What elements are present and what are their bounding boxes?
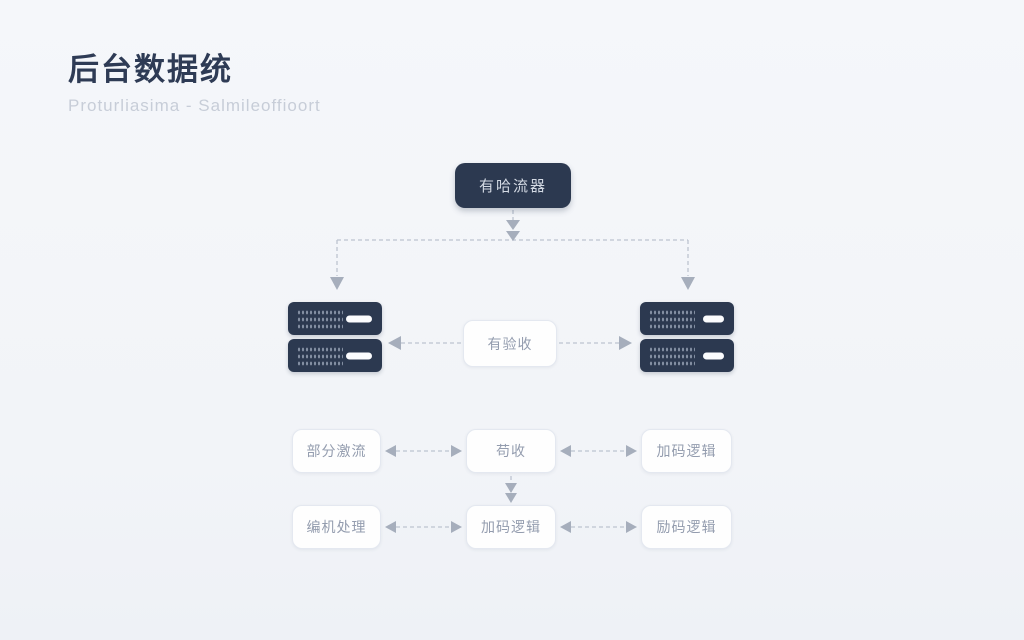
node-row1-left: 部分激流 [292,429,381,473]
node-label: 部分激流 [306,443,367,459]
node-gateway-label: 有验收 [487,335,533,352]
server-slot [346,315,372,322]
arrow-down-icon [505,483,517,493]
arrow-right-icon [619,336,632,350]
server-vent-dots [297,309,343,329]
arrowheads [330,220,695,533]
server-icon-right [640,302,734,376]
arrow-down-icon [330,277,344,290]
server-unit [288,302,382,335]
arrow-right-icon [626,521,637,533]
page-header: 后台数据统 Proturliasima - Salmileoffioort [68,52,321,116]
node-top: 有哈流器 [455,163,571,208]
node-row1-right: 加码逻辑 [641,429,732,473]
server-unit [640,302,734,335]
server-slot [346,352,372,359]
arrow-left-icon [385,445,396,457]
arrow-down-icon [506,231,520,241]
node-row2-left: 编机处理 [292,505,381,549]
server-unit [640,339,734,372]
arrow-left-icon [560,445,571,457]
node-row1-center: 苟收 [466,429,556,473]
arrow-down-icon [681,277,695,290]
node-label: 励码逻辑 [656,519,717,535]
node-top-label: 有哈流器 [478,178,547,195]
arrow-left-icon [388,336,401,350]
node-label: 编机处理 [306,519,367,535]
arrow-right-icon [451,521,462,533]
arrow-right-icon [451,445,462,457]
page-title: 后台数据统 [68,52,233,87]
arrow-down-icon [506,220,520,230]
node-row2-right: 励码逻辑 [641,505,732,549]
node-label: 加码逻辑 [656,443,717,459]
page-subtitle: Proturliasima - Salmileoffioort [68,95,321,115]
arrow-right-icon [626,445,637,457]
arrow-down-icon [505,493,517,503]
arrow-left-icon [560,521,571,533]
arrow-left-icon [385,521,396,533]
server-icon-left [288,302,382,376]
node-row2-center: 加码逻辑 [466,505,556,549]
node-label: 加码逻辑 [481,519,541,535]
server-unit [288,339,382,372]
server-vent-dots [649,309,695,329]
node-gateway: 有验收 [463,320,557,367]
server-slot [703,315,724,322]
server-slot [703,352,724,359]
node-label: 苟收 [496,443,526,459]
server-vent-dots [297,346,343,366]
server-vent-dots [649,346,695,366]
